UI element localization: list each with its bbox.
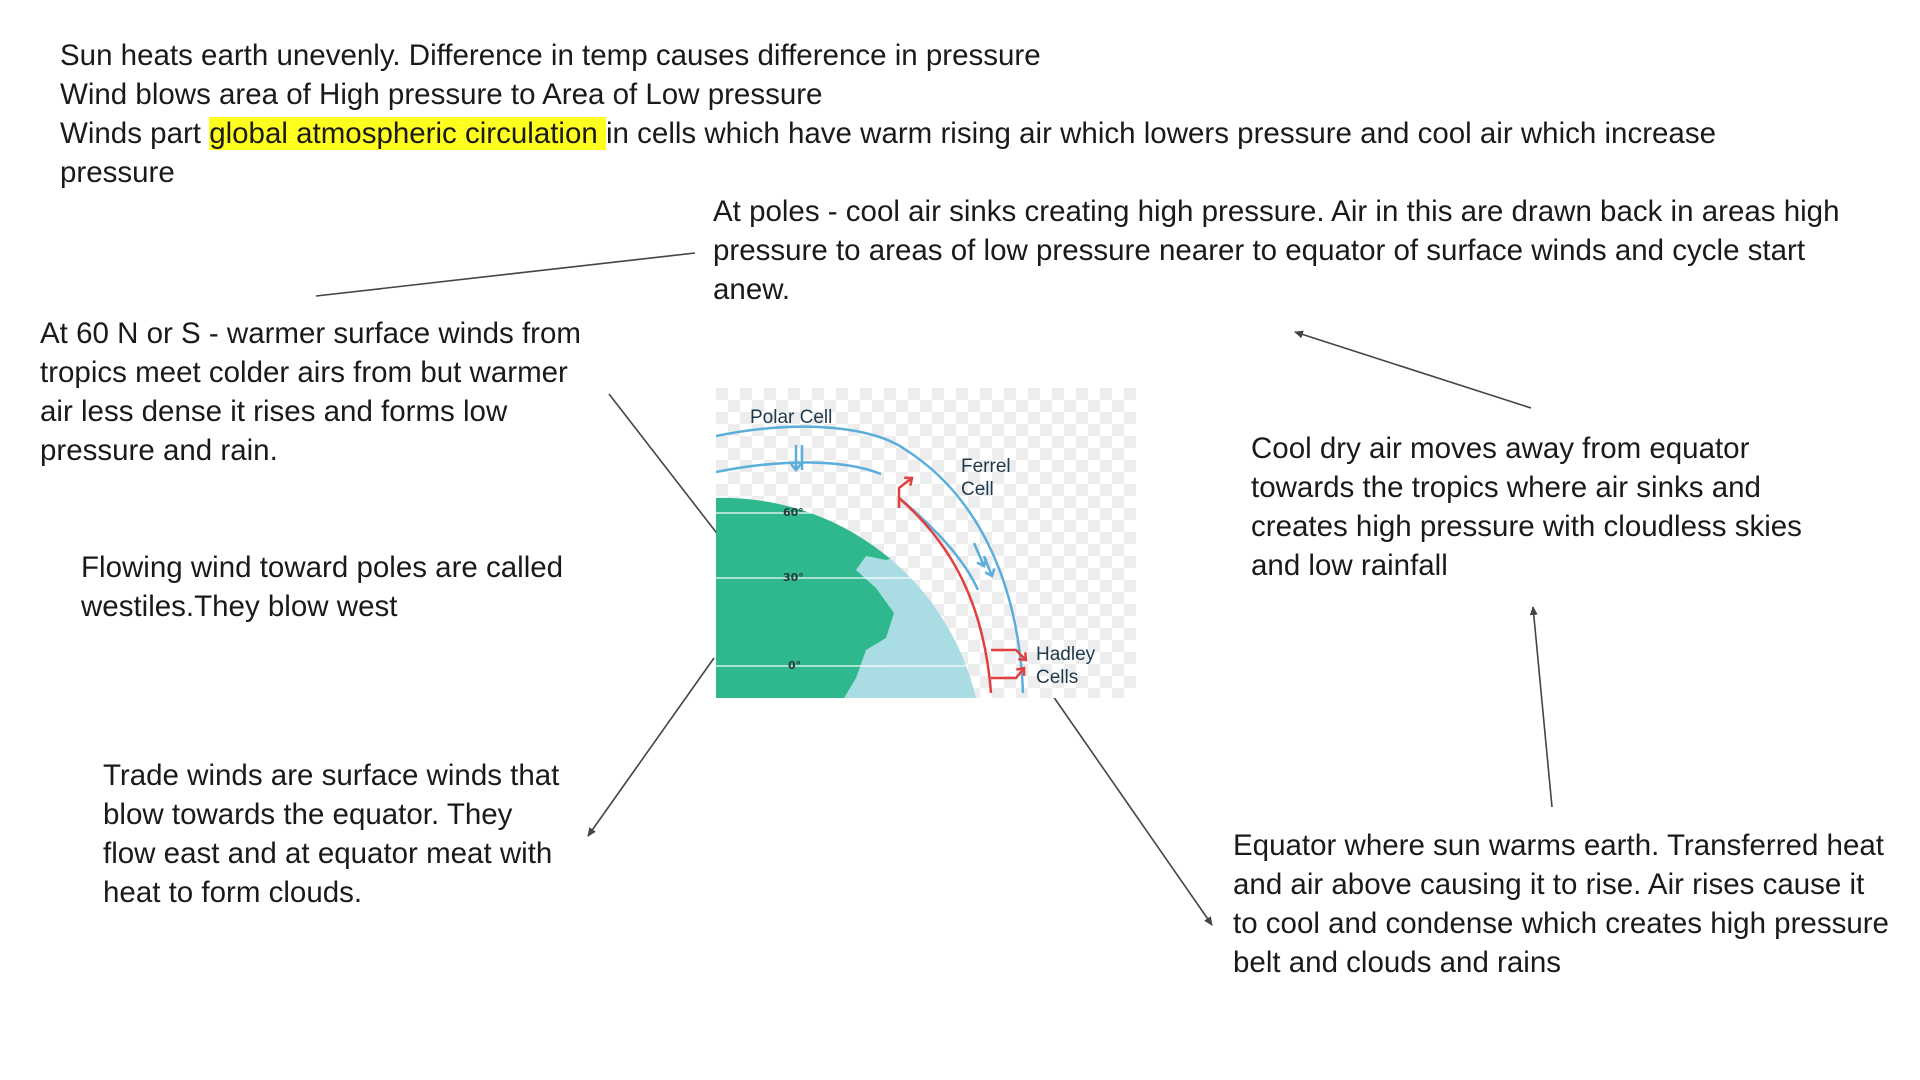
ferrel-cell-label-line-1: Ferrel <box>961 456 1011 477</box>
polar-cell-label: Polar Cell <box>750 407 832 428</box>
highlighted-term: global atmospheric circulation <box>209 117 606 150</box>
intro-line-2: Wind blows area of High pressure to Area… <box>60 78 823 111</box>
pointer-arrow-up <box>1529 606 1553 808</box>
note-sixty-degrees: At 60 N or S - warmer surface winds from… <box>40 317 581 467</box>
note-poles: At poles - cool air sinks creating high … <box>713 195 1840 306</box>
atmospheric-circulation-figure: 60° 30° 0° Polar Cell Ferrel Cell Hadley… <box>716 388 1136 698</box>
intro-line-3-start: Winds part <box>60 117 210 150</box>
hadley-cells-label-line-2: Cells <box>1036 667 1078 688</box>
note-cool-dry-air: Cool dry air moves away from equator tow… <box>1251 432 1802 582</box>
pointer-arrow-cool-dry <box>1294 330 1532 409</box>
pointer-line-poles <box>315 252 696 297</box>
latitude-30-label: 30° <box>783 571 804 584</box>
hadley-cell-arc <box>898 497 993 694</box>
intro-line-3-end: in cells which have warm rising air whic… <box>60 117 1716 189</box>
hadley-cells-label-line-1: Hadley <box>1036 644 1096 665</box>
polar-cell-inner-arc <box>716 461 882 476</box>
note-westerlies: Flowing wind toward poles are called wes… <box>81 551 564 623</box>
note-equator: Equator where sun warms earth. Transferr… <box>1233 829 1889 979</box>
hadley-surface-arrow-2 <box>991 666 1026 680</box>
pointer-arrow-equator <box>1052 695 1213 926</box>
ferrel-sinking-arrow <box>972 542 988 568</box>
ferrel-sinking-arrow-2 <box>982 555 996 578</box>
pointer-line-sixty <box>608 393 720 537</box>
ferrel-cell-label-line-2: Cell <box>961 479 994 500</box>
latitude-60-label: 60° <box>783 506 804 519</box>
intro-line-1: Sun heats earth unevenly. Difference in … <box>60 39 1041 72</box>
hadley-rising-arrow <box>897 476 914 508</box>
polar-cell-outer-arc <box>716 425 907 452</box>
hadley-surface-arrow-1 <box>991 648 1028 662</box>
pointer-arrow-trade-winds <box>587 657 715 837</box>
intro-text: Sun heats earth unevenly. Difference in … <box>60 36 1780 192</box>
note-trade-winds: Trade winds are surface winds that blow … <box>103 759 560 909</box>
latitude-0-label: 0° <box>788 659 801 672</box>
